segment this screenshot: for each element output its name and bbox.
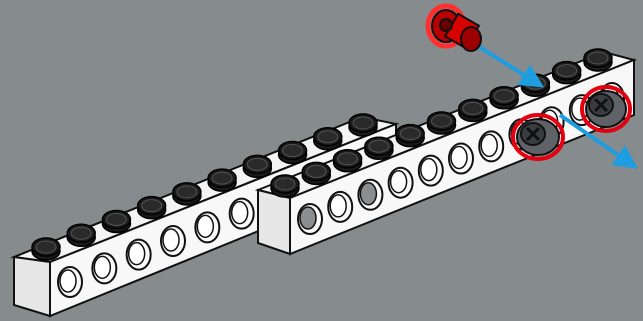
- beam-hole: [161, 226, 185, 256]
- long-beam-end: [14, 257, 50, 316]
- short-beam-end: [258, 190, 290, 254]
- stud: [102, 210, 130, 232]
- stud: [349, 114, 377, 136]
- stud: [271, 175, 299, 197]
- beam-hole: [230, 199, 254, 229]
- pinned-hole: [358, 180, 382, 210]
- beam-hole: [92, 253, 116, 283]
- stud: [334, 150, 362, 172]
- beam-hole: [127, 240, 151, 270]
- stud: [243, 155, 271, 177]
- beam-hole: [328, 192, 352, 222]
- pinned-hole: [298, 204, 322, 234]
- stud: [553, 62, 581, 84]
- beam-hole: [389, 168, 413, 198]
- stud: [428, 112, 456, 134]
- beam-hole: [195, 212, 219, 242]
- gray-pin-1: [513, 115, 563, 159]
- stud: [173, 183, 201, 205]
- stud: [584, 49, 612, 71]
- stud: [279, 142, 307, 164]
- beam-hole: [479, 131, 503, 161]
- gray-pin-2: [582, 87, 630, 131]
- stud: [365, 137, 393, 159]
- stud: [67, 224, 95, 246]
- stud: [32, 238, 60, 260]
- stud: [138, 197, 166, 219]
- beam-hole: [419, 156, 443, 186]
- stud: [490, 87, 518, 109]
- stud: [208, 169, 236, 191]
- beam-hole: [58, 267, 82, 297]
- beam-hole: [449, 144, 473, 174]
- stud: [302, 162, 330, 184]
- stud: [396, 125, 424, 147]
- stud: [459, 99, 487, 121]
- stud: [314, 128, 342, 150]
